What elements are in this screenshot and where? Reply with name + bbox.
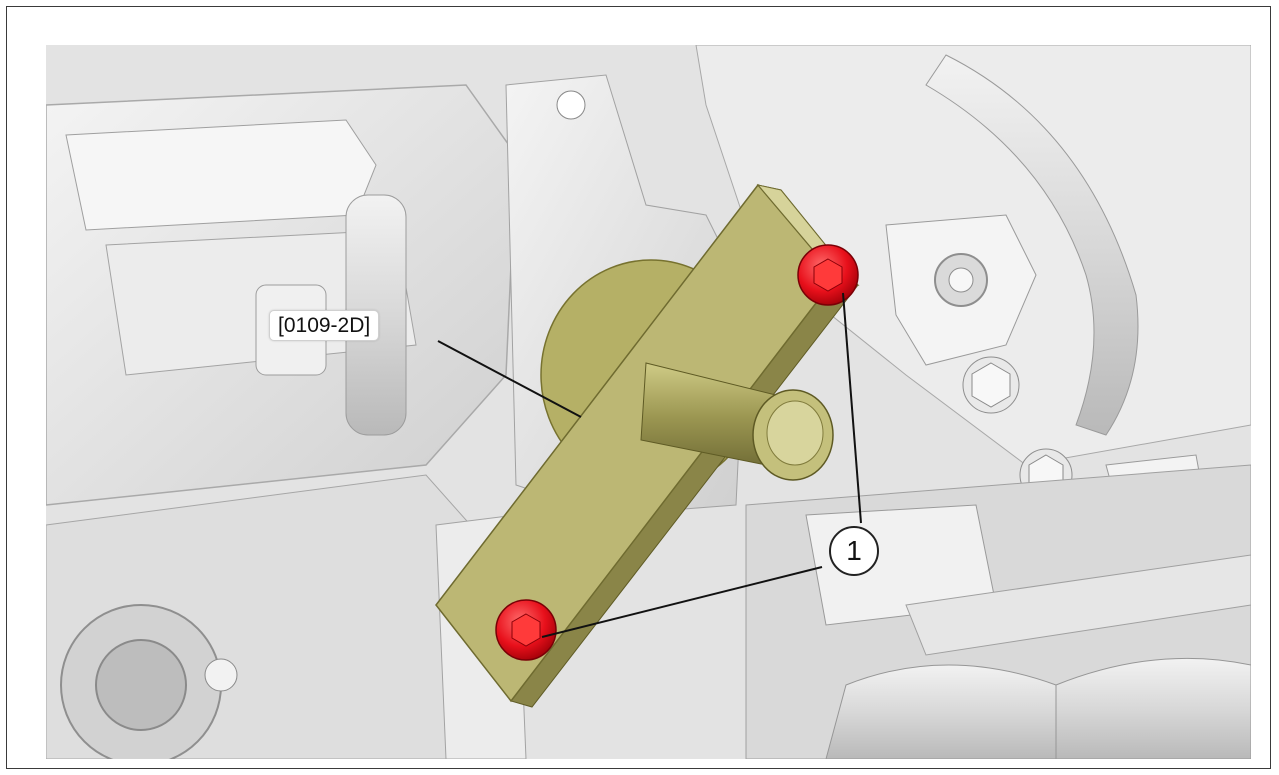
figure-frame: [0109-2D] 1 [6,6,1271,769]
bolt-upper-icon [797,244,859,306]
tool-leader-line [437,340,582,418]
tool-callout-label: [0109-2D] [269,310,380,341]
engine-block-drawing [46,45,1251,759]
engine-illustration [46,45,1251,759]
bolt-lower-icon [495,599,557,661]
bolt-number-callout: 1 [829,526,879,576]
bolt-lower-leader-line [541,566,823,638]
bolt-upper-leader-line [842,292,862,524]
